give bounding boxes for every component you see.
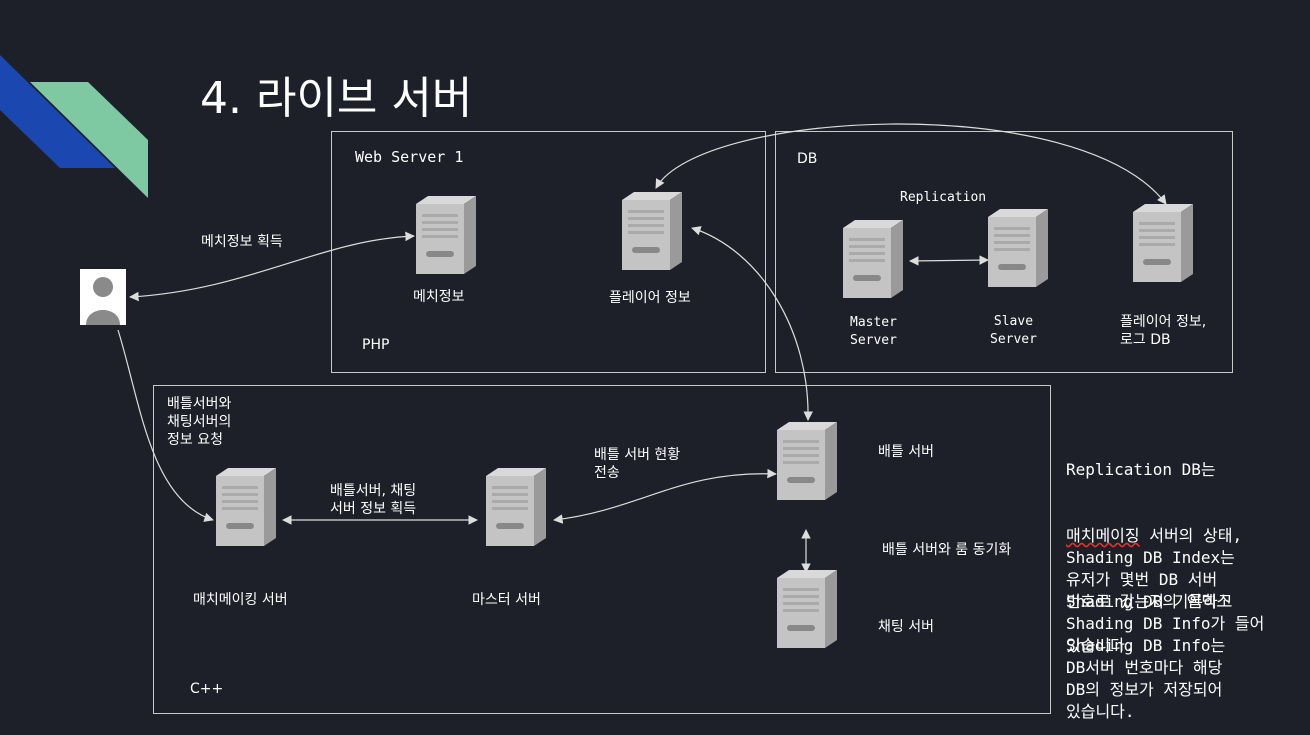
- battle-server-icon: [777, 422, 837, 500]
- match-info-label: 메치정보: [413, 289, 465, 305]
- php-label: PHP: [362, 337, 390, 353]
- edge-label-request: 배틀서버와 채팅서버의 정보 요청: [167, 396, 232, 448]
- edge-label-match-info: 메치정보 획득: [201, 234, 283, 250]
- replication-label: Replication: [900, 190, 987, 205]
- green-ribbon: [30, 82, 148, 198]
- battle-server-label: 배틀 서버: [878, 444, 934, 460]
- edge-user-match: [129, 231, 415, 302]
- master-db-label: Master Server: [850, 315, 897, 348]
- slave-db-label: Slave Server: [990, 314, 1037, 347]
- master-db-server-icon: [843, 220, 903, 298]
- web-server-title: Web Server 1: [355, 148, 464, 166]
- edge-player-db: [655, 123, 1167, 205]
- note-replication-line1: Replication DB는: [1066, 460, 1216, 479]
- user-icon: [80, 269, 126, 325]
- db-title: DB: [797, 151, 818, 167]
- note-replication-line2-rest: 서버의 상태,: [1139, 526, 1243, 545]
- slave-db-server-icon: [988, 209, 1048, 287]
- master-server-label: 마스터 서버: [472, 592, 541, 608]
- player-info-label: 플레이어 정보: [609, 290, 691, 306]
- player-db-server-icon: [1133, 204, 1193, 282]
- cpp-label: C++: [190, 681, 224, 697]
- chat-server-icon: [777, 570, 837, 648]
- matchmaking-server-icon: [216, 468, 276, 546]
- user-icon-graphic: [86, 277, 120, 325]
- edge-label-acquire: 배틀서버, 채팅 서버 정보 획득: [330, 483, 417, 517]
- blue-ribbon: [0, 55, 115, 168]
- edge-master-battle: [553, 468, 777, 524]
- edge-label-status: 배틀 서버 현황 전송: [594, 447, 681, 481]
- edge-label-sync: 배틀 서버와 룸 동기화: [882, 542, 1012, 558]
- note-replication-line2: 매치메이징 서버의 상태,: [1066, 525, 1264, 547]
- player-info-server-icon: [622, 192, 682, 270]
- chat-server-label: 채팅 서버: [878, 619, 934, 635]
- match-info-server-icon: [416, 196, 476, 274]
- edge-player-battle: [691, 226, 813, 421]
- note-replication: Replication DB는 매치메이징 서버의 상태, Shading DB…: [1066, 415, 1264, 679]
- matchmaking-label: 매치메이킹 서버: [193, 592, 288, 608]
- note-shading-info: Shading DB Info는 DB서버 번호마다 해당 DB의 정보가 저장…: [1066, 636, 1226, 721]
- note-replication-underlined: 매치메이징: [1066, 526, 1140, 545]
- note-shading-index: Shading DB Index는 유저가 몇번 DB 서버 번호로 갔는지 기…: [1066, 548, 1235, 611]
- master-server-icon: [486, 468, 546, 546]
- page-title: 4. 라이브 서버: [200, 73, 473, 124]
- edge-replication: [909, 255, 989, 266]
- edge-user-request: [117, 329, 214, 522]
- player-db-label: 플레이어 정보, 로그 DB: [1120, 314, 1207, 348]
- cpp-box: [153, 385, 1051, 714]
- note-replication-rest: Shading DB의 인덱스 Shading DB Info가 들어 있습니다…: [1066, 592, 1265, 655]
